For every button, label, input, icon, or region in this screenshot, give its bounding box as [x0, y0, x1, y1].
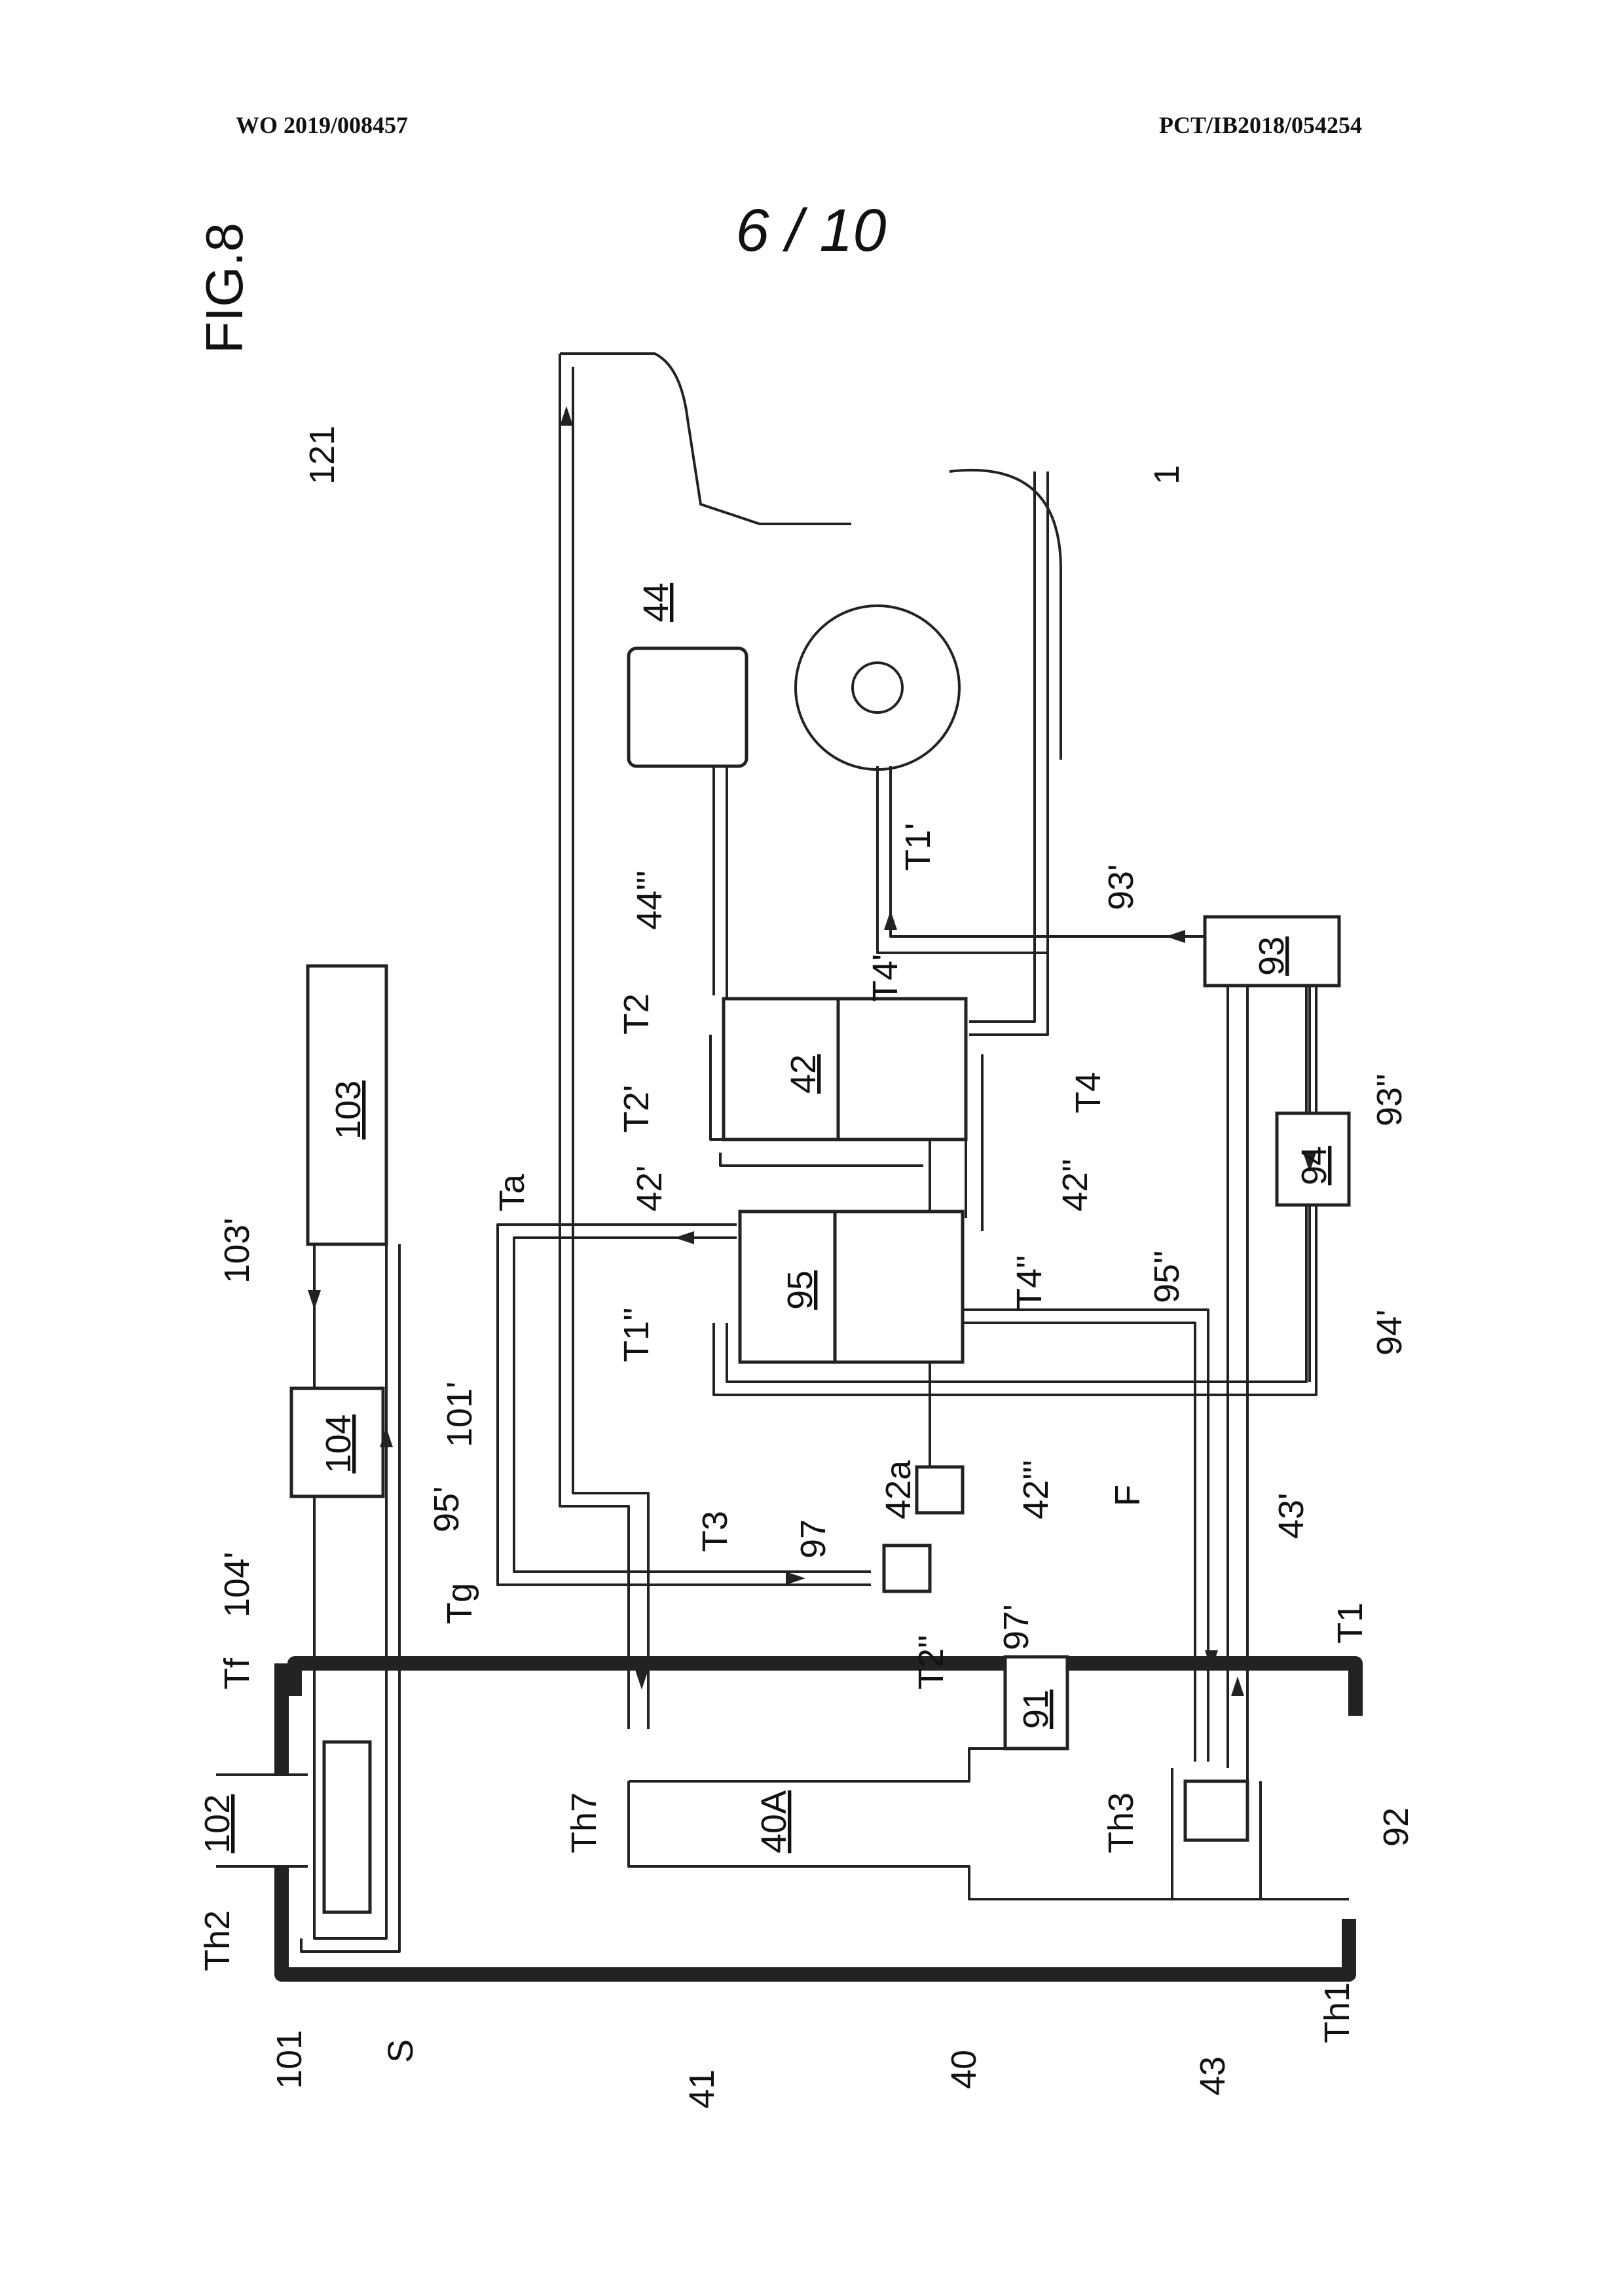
label-T3: T3	[695, 1511, 735, 1552]
label-Th3: Th3	[1101, 1792, 1141, 1853]
label-104: 104	[319, 1415, 358, 1473]
label-103: 103	[329, 1081, 368, 1139]
label-97p: 97'	[997, 1604, 1036, 1650]
label-95p: 95'	[427, 1487, 466, 1532]
pump	[796, 606, 959, 769]
label-92: 92	[1376, 1807, 1416, 1847]
label-97: 97	[794, 1519, 833, 1559]
figure-label: FIG.8	[195, 223, 253, 354]
label-91: 91	[1016, 1690, 1056, 1729]
label-94: 94	[1295, 1146, 1334, 1185]
label-Th1: Th1	[1318, 1982, 1357, 2043]
label-102: 102	[198, 1794, 237, 1853]
label-T2pp: T2''	[912, 1635, 951, 1690]
label-101p: 101'	[440, 1382, 479, 1447]
label-94p: 94'	[1370, 1310, 1409, 1356]
element-101	[324, 1742, 370, 1912]
label-T4pp: T4''	[1010, 1255, 1049, 1310]
label-42ppp: 42'''	[1016, 1460, 1056, 1519]
label-42: 42	[784, 1054, 823, 1094]
label-Tf: Tf	[217, 1657, 257, 1690]
label-42p: 42'	[630, 1166, 669, 1212]
label-Th2: Th2	[198, 1910, 237, 1971]
box-97	[884, 1546, 930, 1591]
label-Tg: Tg	[440, 1583, 479, 1624]
label-101: 101	[270, 2030, 309, 2089]
label-103p: 103'	[217, 1218, 257, 1284]
label-T1pp: T1''	[617, 1307, 656, 1362]
label-S: S	[381, 2039, 420, 2063]
label-T1p: T1'	[898, 823, 938, 871]
label-F: F	[1108, 1485, 1147, 1506]
label-42a: 42a	[879, 1460, 918, 1519]
label-104p: 104'	[217, 1552, 257, 1618]
label-42pp: 42''	[1056, 1158, 1095, 1212]
label-T1: T1	[1331, 1602, 1370, 1644]
label-93pp: 93''	[1370, 1073, 1409, 1126]
box-42a	[917, 1467, 963, 1513]
label-40A: 40A	[754, 1790, 794, 1853]
box-95-right	[835, 1212, 963, 1362]
box-42-right	[838, 999, 966, 1139]
label-T4: T4	[1069, 1072, 1108, 1113]
label-95: 95	[781, 1270, 820, 1310]
label-93p: 93'	[1101, 864, 1141, 910]
label-T2p: T2'	[617, 1085, 656, 1133]
label-41: 41	[682, 2069, 722, 2109]
label-T2: T2	[617, 993, 656, 1035]
label-Ta: Ta	[492, 1174, 532, 1212]
box-44	[629, 648, 746, 766]
label-121: 121	[303, 426, 342, 485]
label-1: 1	[1147, 465, 1187, 485]
label-93: 93	[1252, 936, 1291, 976]
element-43	[1185, 1781, 1247, 1840]
label-44: 44	[636, 583, 676, 622]
label-Th7: Th7	[564, 1792, 604, 1853]
label-43p: 43'	[1272, 1493, 1311, 1539]
label-95pp: 95''	[1147, 1250, 1187, 1303]
label-T4p: T4'	[866, 954, 905, 1002]
label-44ppp: 44'''	[630, 870, 669, 930]
label-40: 40	[944, 2050, 984, 2089]
label-43: 43	[1193, 2056, 1232, 2096]
